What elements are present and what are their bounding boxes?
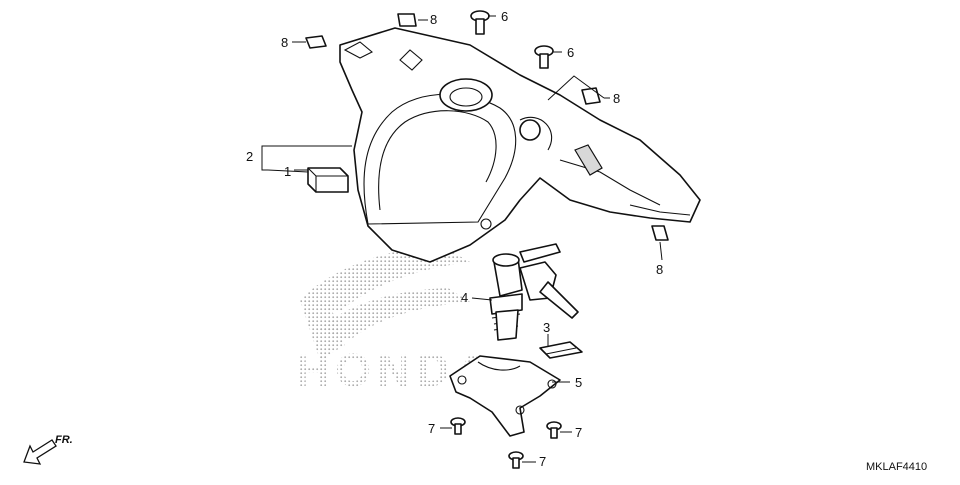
callout-6-middle: 6 [567, 45, 574, 60]
bolt-part-6-top [470, 10, 490, 35]
screw-part-7-right [546, 421, 562, 439]
bolt-part-6-middle [534, 45, 554, 69]
inner-cover-part-2 [339, 27, 701, 263]
callout-8-right: 8 [613, 91, 620, 106]
callout-labels: 2 1 8 8 8 8 6 6 4 3 5 7 7 7 [246, 9, 663, 469]
diagram-reference-code: MKLAF4410 [866, 461, 927, 473]
clip-part-8-bottom [651, 225, 669, 241]
callout-5: 5 [575, 375, 582, 390]
callout-7-left: 7 [428, 421, 435, 436]
callout-4: 4 [461, 290, 468, 305]
front-direction-indicator: FR. [23, 434, 73, 465]
screw-part-7-left [450, 417, 466, 435]
callout-8-top: 8 [430, 12, 437, 27]
callout-1: 1 [284, 164, 291, 179]
clip-part-8-top [397, 13, 417, 27]
key-cylinder-part-4 [489, 243, 579, 341]
clip-part-8-right [581, 87, 601, 105]
screw-part-7-bottom [508, 451, 524, 469]
bracket-part-5 [449, 355, 561, 437]
callout-2: 2 [246, 149, 253, 164]
plate-part-3 [539, 341, 583, 359]
callout-8-left: 8 [281, 35, 288, 50]
callout-7-right: 7 [575, 425, 582, 440]
leader-lines [261, 15, 663, 463]
callout-8-bottom: 8 [656, 262, 663, 277]
callout-6-top: 6 [501, 9, 508, 24]
callout-3: 3 [543, 320, 550, 335]
rubber-pad-part-1 [307, 167, 349, 193]
callout-7-bottom: 7 [539, 454, 546, 469]
front-arrow-icon [23, 439, 57, 465]
front-label: FR. [55, 434, 73, 446]
clip-part-8-left [305, 35, 327, 49]
